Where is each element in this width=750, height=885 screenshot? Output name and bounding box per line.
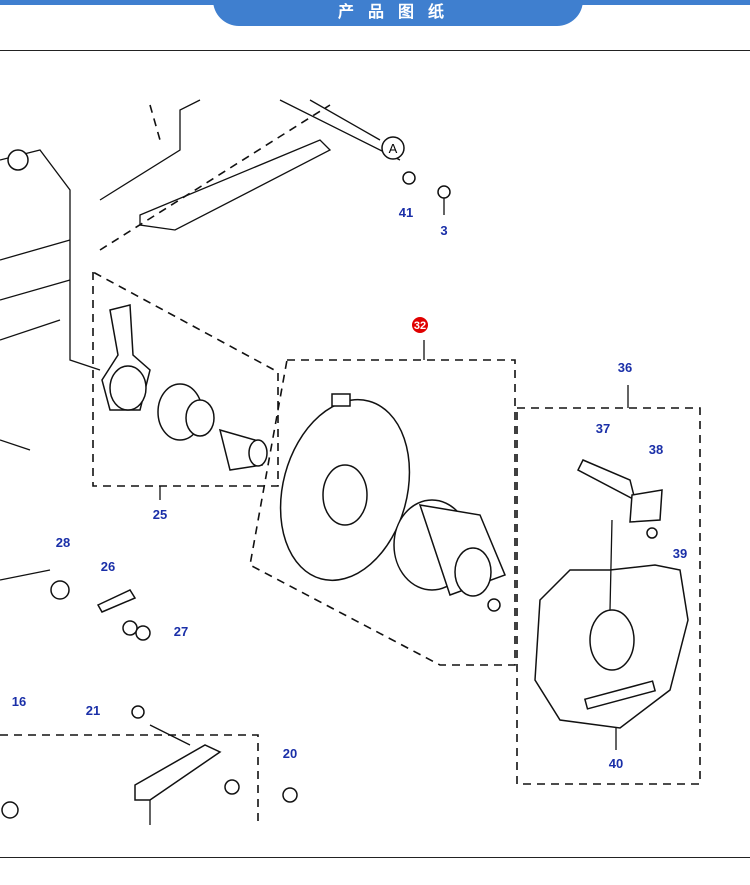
callout-39: 39 (673, 546, 687, 561)
callout-26: 26 (101, 559, 115, 574)
spring-and-screws (0, 569, 151, 641)
nut-41 (402, 171, 416, 185)
svg-text:A: A (389, 141, 398, 156)
callout-27: 27 (174, 624, 188, 639)
svg-text:32: 32 (414, 320, 426, 332)
bracket-assembly-25 (101, 304, 268, 471)
chassis-frame (0, 99, 401, 451)
group-16-boundary (0, 734, 259, 825)
group-25-boundary (92, 271, 279, 487)
reference-marker-a: A (381, 136, 405, 160)
callout-40: 40 (609, 756, 623, 771)
callout-16: 16 (12, 694, 26, 709)
callout-25: 25 (153, 507, 167, 522)
screw-3 (437, 185, 451, 215)
callout-3: 3 (440, 223, 447, 238)
top-divider (0, 50, 750, 51)
motor-plate-assembly-32 (279, 393, 506, 612)
linkage-bracket (1, 705, 298, 825)
callout-36: 36 (618, 360, 632, 375)
group-32-boundary (249, 359, 516, 666)
page-title: 产品图纸 (213, 0, 583, 26)
callout-20: 20 (283, 746, 297, 761)
callout-21: 21 (86, 703, 100, 718)
bottom-divider (0, 857, 750, 858)
callout-28: 28 (56, 535, 70, 550)
sensor-wheel-assembly (534, 459, 689, 750)
callout-37: 37 (596, 421, 610, 436)
callout-32-badge: 32 (412, 317, 428, 333)
callout-41: 41 (399, 205, 413, 220)
callout-38: 38 (649, 442, 663, 457)
